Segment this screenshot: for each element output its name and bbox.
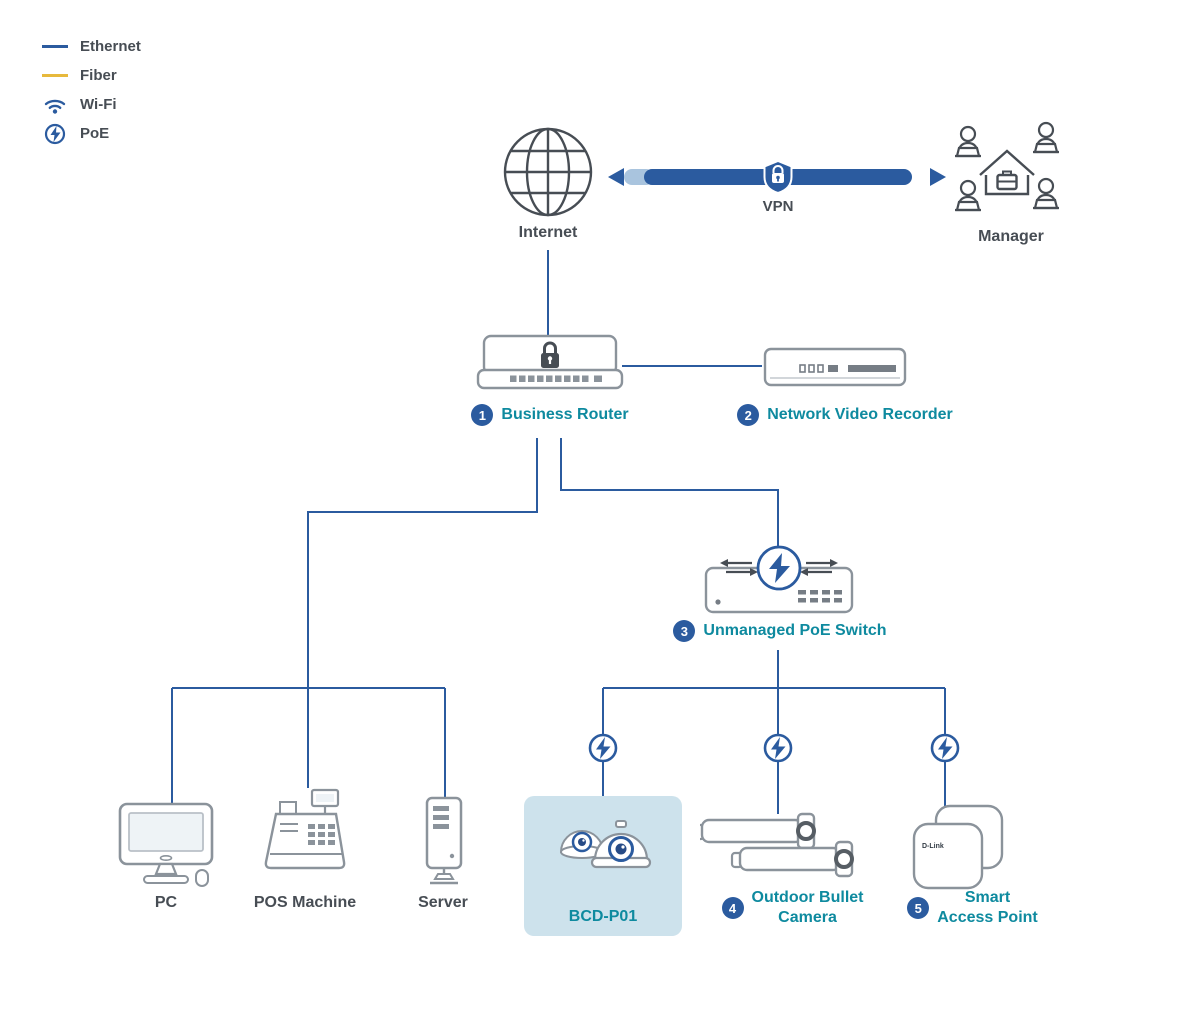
manager-group-icon [955, 121, 1059, 212]
pc-label: PC [154, 894, 178, 911]
legend-label: PoE [80, 125, 110, 142]
router-label-text: Business Router [501, 406, 629, 423]
pos-label: POS Machine [253, 894, 357, 911]
legend-label: Fiber [80, 67, 117, 84]
lightning-bolt-icon [769, 553, 790, 583]
wifi-icon [44, 99, 66, 114]
vpn-link-bar [608, 159, 946, 195]
transfer-arrows-icon [726, 561, 832, 574]
ap-label-line2: Access Point [937, 909, 1038, 926]
bcd-label: BCD-P01 [568, 908, 638, 925]
legend-item-poe: PoE [40, 123, 141, 144]
pc-icon [118, 802, 214, 887]
bullet-label: 4 Outdoor Bullet Camera [675, 888, 910, 928]
poe-switch-icon [704, 545, 854, 614]
ap-label-line1: Smart [964, 889, 1011, 906]
legend-item-wifi: Wi-Fi [40, 94, 141, 115]
bullet-label-line1: Outdoor Bullet [751, 889, 864, 906]
office-house-icon [979, 149, 1035, 196]
bullet-number-badge: 4 [721, 897, 744, 919]
lock-icon [541, 341, 559, 368]
router-label: 1 Business Router [420, 404, 680, 426]
pos-machine-icon [264, 788, 346, 870]
legend-item-ethernet: Ethernet [40, 36, 141, 57]
legend-label: Ethernet [80, 38, 141, 55]
router-number-badge: 1 [471, 404, 494, 426]
person-laptop-icon [955, 179, 981, 212]
poe-icon [44, 123, 66, 144]
fiber-line-swatch [42, 74, 68, 77]
internet-label: Internet [518, 224, 578, 241]
person-laptop-icon [955, 125, 981, 158]
server-icon [425, 796, 463, 885]
person-laptop-icon [1033, 121, 1059, 154]
ap-number-badge: 5 [907, 897, 930, 919]
person-laptop-icon [1033, 177, 1059, 210]
legend: Ethernet Fiber Wi-Fi [40, 36, 141, 144]
mouse-icon [195, 869, 209, 887]
ethernet-line-swatch [42, 45, 68, 48]
server-label: Server [418, 894, 468, 911]
manager-label: Manager [978, 228, 1044, 245]
nvr-label-text: Network Video Recorder [767, 406, 953, 423]
nvr-icon [763, 347, 907, 387]
access-point-icon: D-Link D-Link [912, 804, 1004, 890]
legend-label: Wi-Fi [80, 96, 117, 113]
nvr-number-badge: 2 [737, 404, 760, 426]
legend-item-fiber: Fiber [40, 65, 141, 86]
vpn-shield-lock-icon [763, 159, 793, 195]
poe-power-icon [763, 733, 793, 763]
bcd-p01-card: BCD-P01 [524, 796, 682, 936]
switch-number-badge: 3 [673, 620, 696, 642]
dome-camera-icon [559, 820, 652, 869]
ap-label: 5 Smart Access Point [855, 888, 1090, 928]
business-router-icon [476, 334, 624, 390]
switch-label: 3 Unmanaged PoE Switch [630, 620, 930, 642]
bullet-camera-icon [700, 812, 854, 878]
bullet-label-line2: Camera [778, 909, 837, 926]
link-router-switch [560, 438, 779, 560]
ap-logo-text: D-Link [922, 843, 944, 850]
internet-globe-icon [503, 127, 593, 217]
nvr-label: 2 Network Video Recorder [700, 404, 990, 426]
switch-label-text: Unmanaged PoE Switch [703, 622, 887, 639]
link-router-lan [307, 438, 538, 688]
vpn-label: VPN [762, 198, 794, 215]
poe-power-icon [588, 733, 618, 763]
poe-power-icon [930, 733, 960, 763]
